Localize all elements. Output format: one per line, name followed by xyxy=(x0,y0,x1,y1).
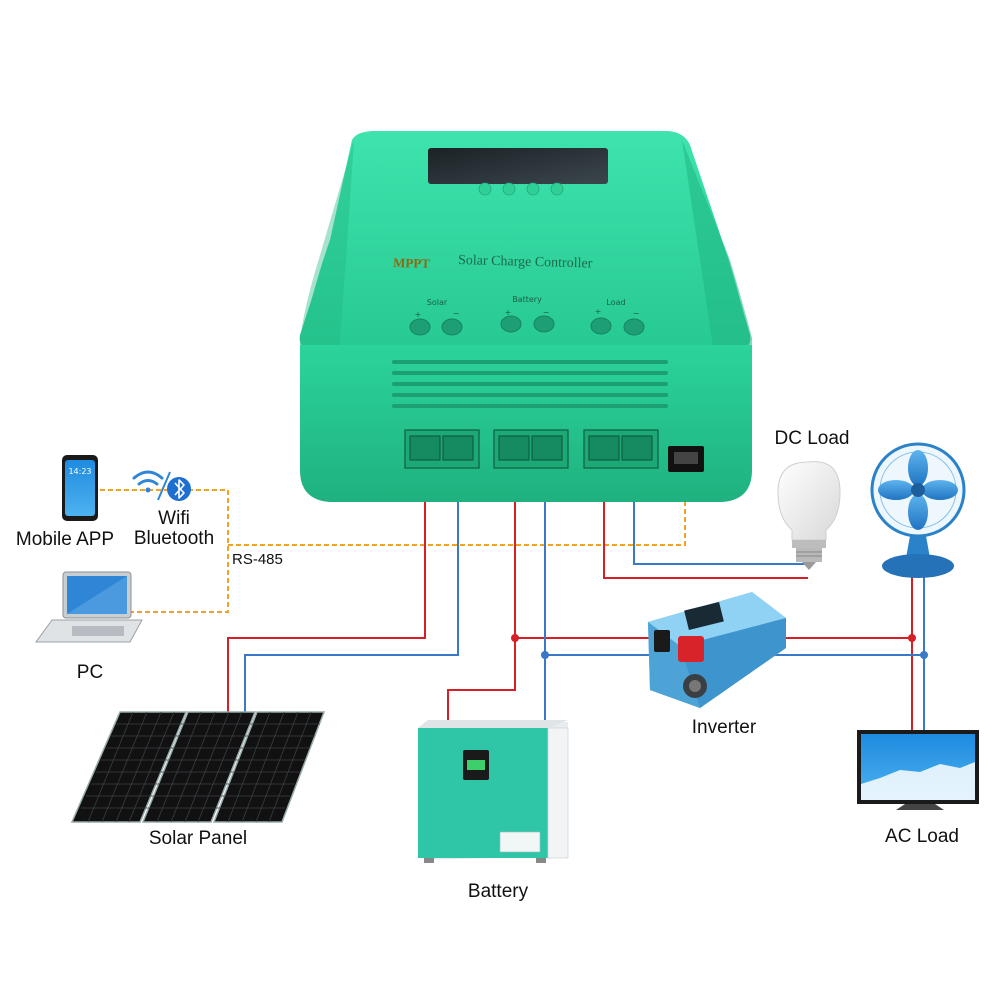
inverter-terminal-red xyxy=(678,636,704,662)
tv-icon xyxy=(857,730,979,810)
inverter-display xyxy=(684,601,724,631)
wifi-icon xyxy=(132,470,164,493)
mobile-phone: 14:23 xyxy=(62,455,98,521)
bluetooth-icon xyxy=(167,477,191,501)
label-solar-panel: Solar Panel xyxy=(149,828,247,849)
label-mobile-app: Mobile APP xyxy=(16,529,114,550)
label-bluetooth: Bluetooth xyxy=(134,528,214,549)
light-bulb-icon xyxy=(777,461,841,570)
terminal-blocks xyxy=(404,429,659,469)
comm-wire-mobile xyxy=(100,489,229,613)
slash-divider xyxy=(157,471,171,501)
controller-display xyxy=(428,148,608,184)
label-wifi: Wifi xyxy=(158,508,190,529)
terminal-screws xyxy=(409,315,645,336)
terminal-label-battery: Battery xyxy=(512,295,542,304)
terminal-label-load: Load xyxy=(606,298,625,307)
solar-panel xyxy=(70,711,326,823)
inverter-terminal-black xyxy=(654,630,670,652)
label-inverter: Inverter xyxy=(692,717,757,738)
controller-buttons xyxy=(478,182,564,196)
terminal-legends: Solar Battery Load + − + − + − xyxy=(415,295,640,319)
svg-text:+: + xyxy=(595,307,602,316)
controller-brand: MPPT xyxy=(393,255,431,271)
label-ac-load: AC Load xyxy=(885,826,959,847)
wire-battery-positive xyxy=(447,452,516,722)
wire-solar-negative xyxy=(244,452,459,712)
laptop-icon xyxy=(35,571,143,643)
controller-vents xyxy=(392,360,668,408)
wire-solar-positive xyxy=(227,452,426,712)
svg-text:−: − xyxy=(633,309,640,318)
battery-unit xyxy=(418,720,569,863)
label-rs485: RS-485 xyxy=(232,551,283,568)
label-battery: Battery xyxy=(468,881,529,902)
controller-top-surface xyxy=(299,131,751,350)
junction-dots xyxy=(511,634,928,659)
inverter-unit xyxy=(648,592,786,708)
svg-text:+: + xyxy=(505,308,512,317)
label-pc: PC xyxy=(77,662,103,683)
controller-title: Solar Charge Controller xyxy=(458,253,593,272)
fan-icon xyxy=(870,442,966,578)
svg-text:−: − xyxy=(453,309,460,318)
svg-text:−: − xyxy=(543,308,550,317)
controller-front xyxy=(300,345,752,502)
svg-text:+: + xyxy=(415,310,422,319)
phone-time: 14:23 xyxy=(68,467,91,476)
charge-controller: MPPT Solar Charge Controller Solar Batte… xyxy=(299,131,752,502)
terminal-label-solar: Solar xyxy=(427,298,448,307)
label-dc-load: DC Load xyxy=(775,428,850,449)
